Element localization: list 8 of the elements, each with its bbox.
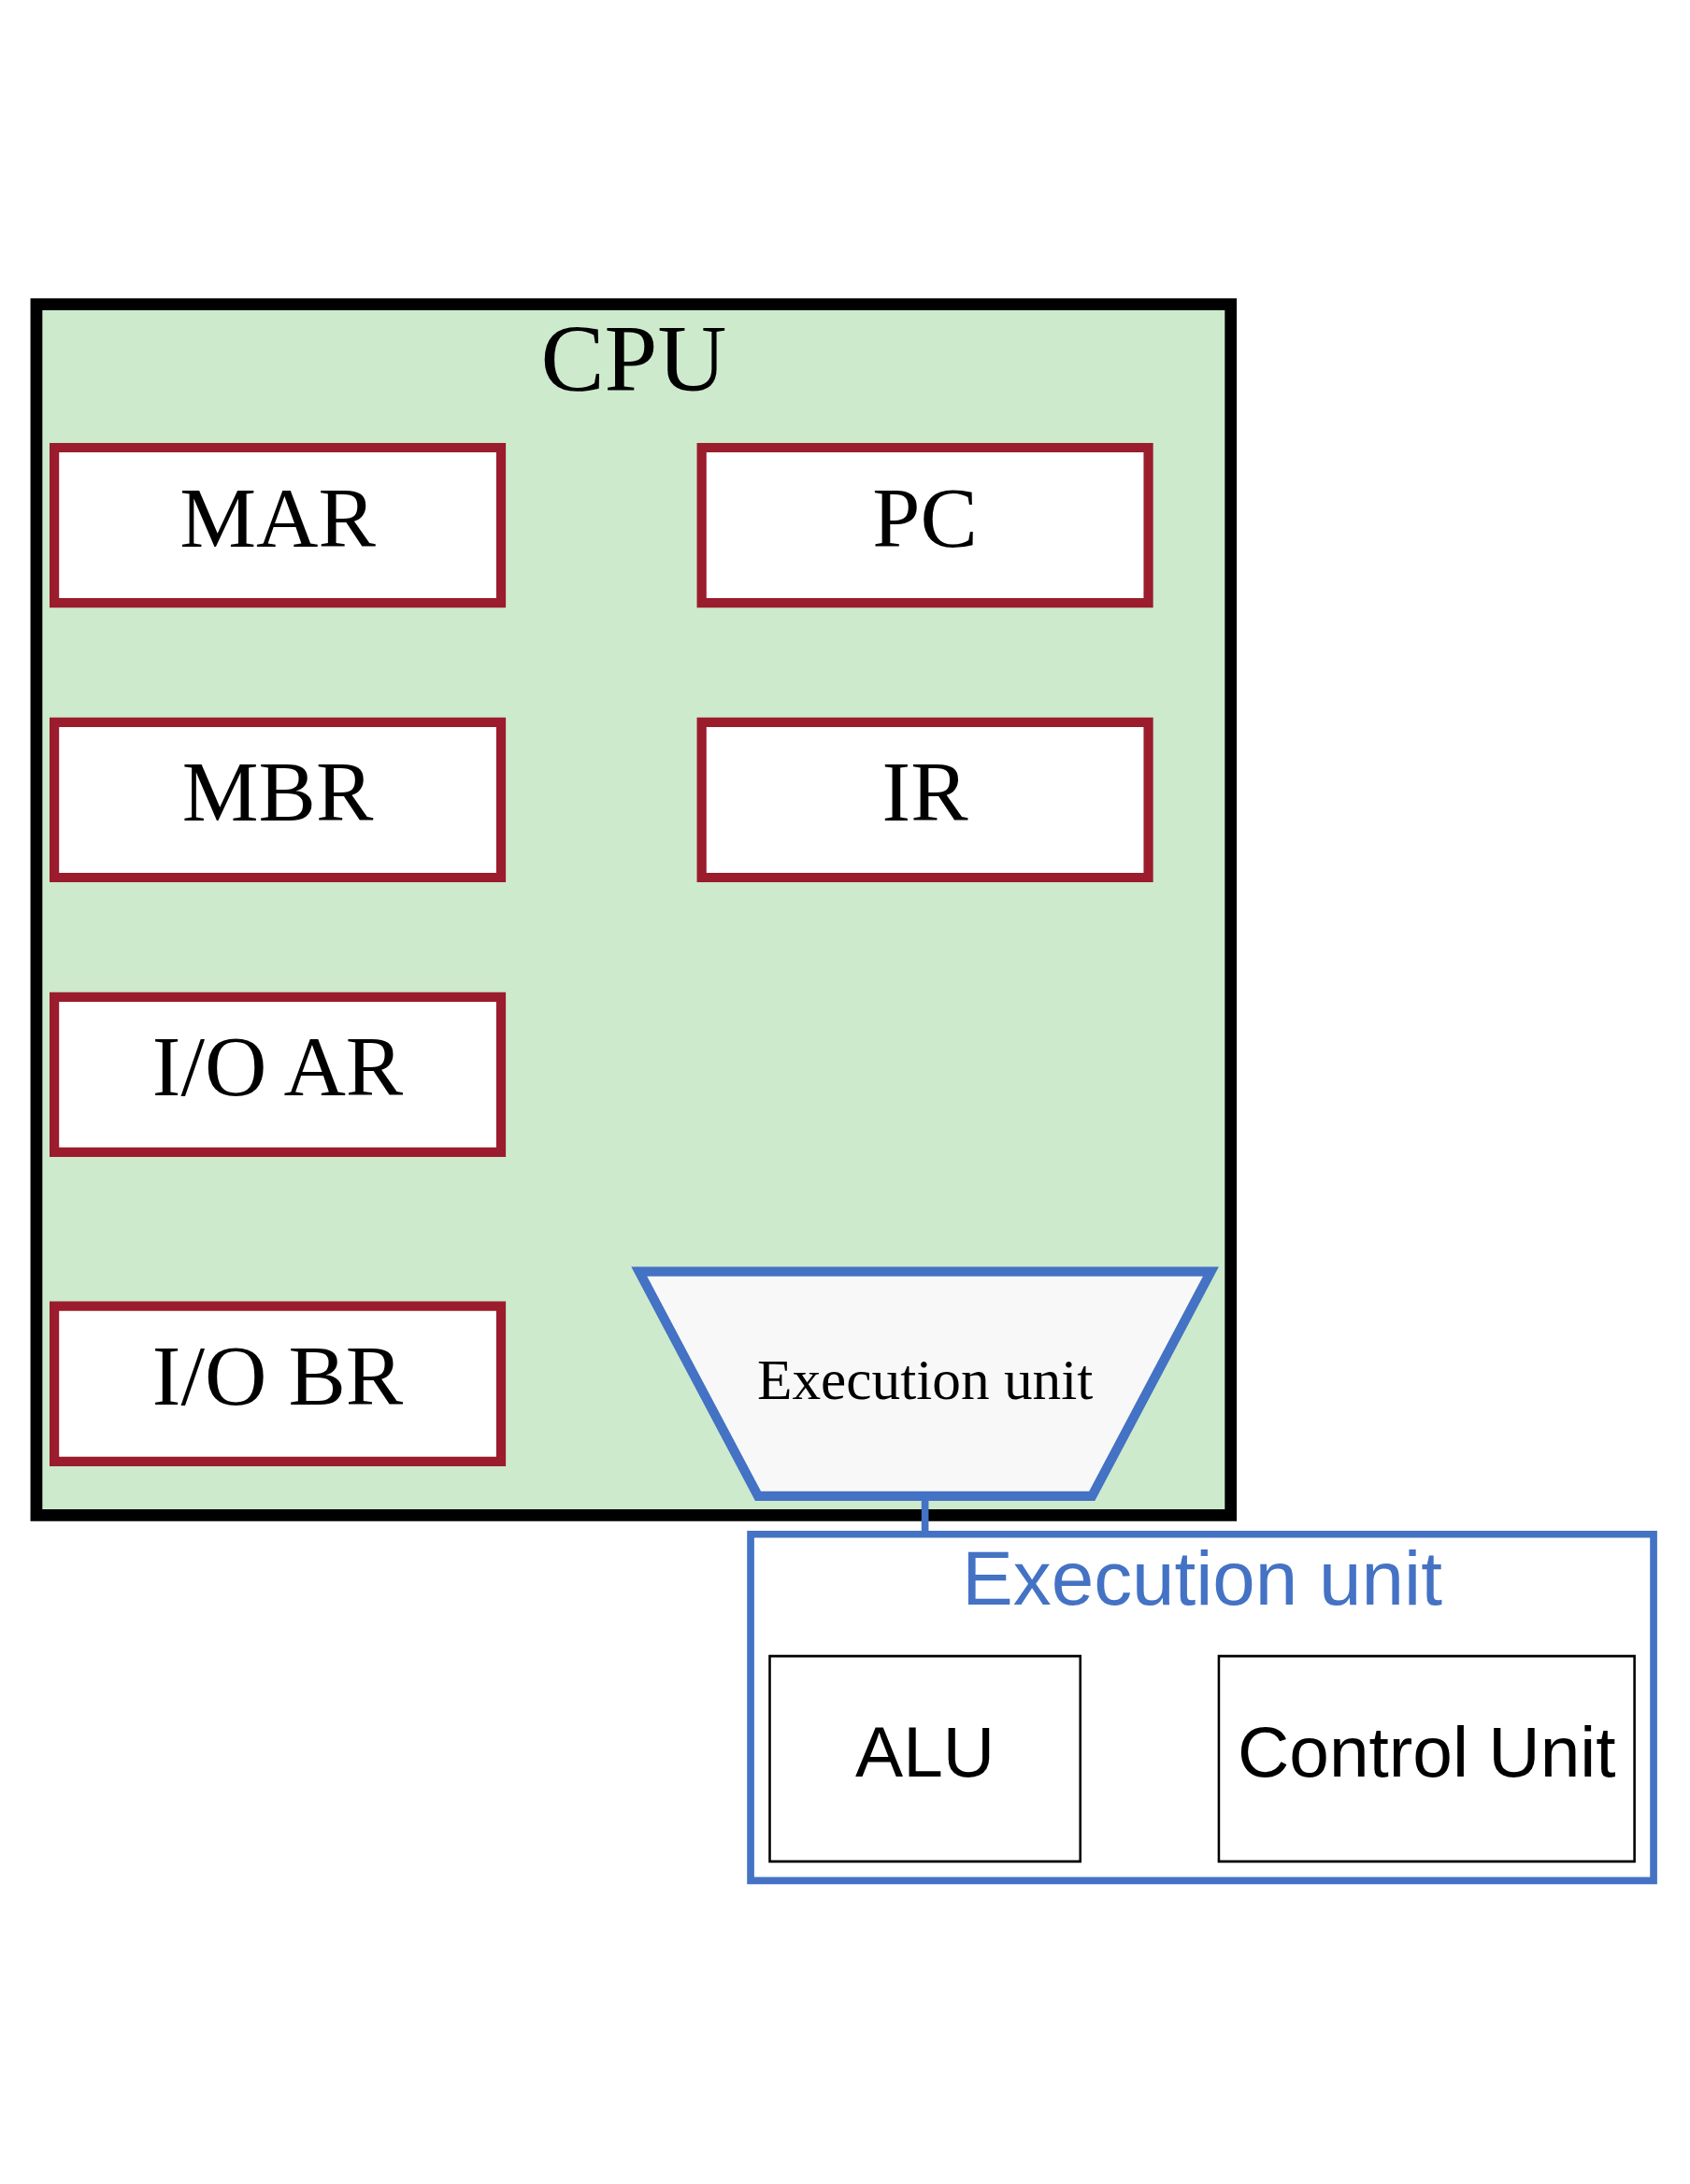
node-box: PC (696, 442, 1153, 607)
node-box: I/O BR (50, 1301, 507, 1466)
node-box: IR (696, 717, 1153, 882)
node-box: ALU (768, 1654, 1081, 1863)
node-box: Control Unit (1217, 1654, 1636, 1863)
node-box: I/O AR (50, 992, 507, 1157)
node-box: MAR (50, 442, 507, 607)
node-box: MBR (50, 717, 507, 882)
